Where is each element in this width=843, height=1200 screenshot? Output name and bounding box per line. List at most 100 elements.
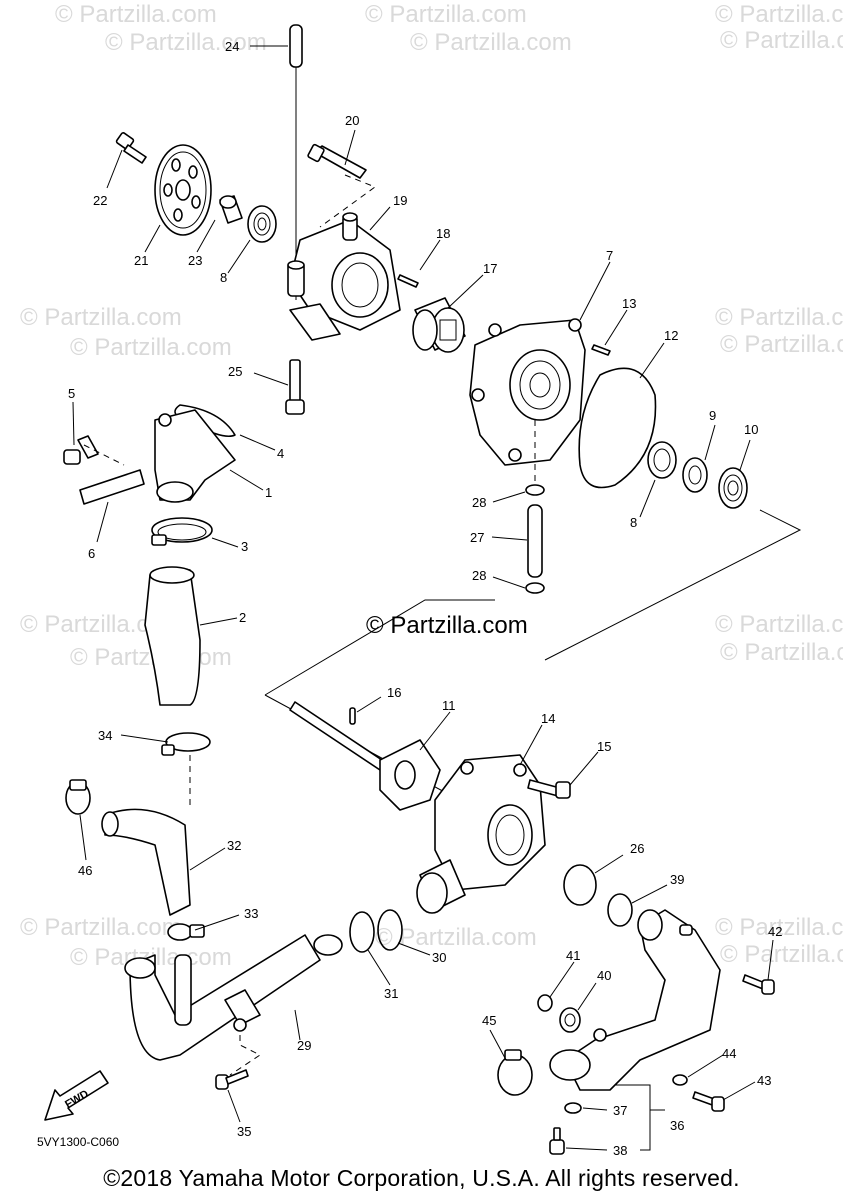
copyright-notice: ©2018 Yamaha Motor Corporation, U.S.A. A… xyxy=(103,1165,740,1191)
part-pump-housing-19 xyxy=(287,212,401,341)
callout-label: 15 xyxy=(597,739,611,754)
callout-label: 11 xyxy=(442,698,456,713)
part-washer-37 xyxy=(564,1102,582,1114)
watermark: © Partzilla.com xyxy=(20,914,182,941)
watermark: © Partzilla.com xyxy=(365,1,527,28)
callout-label: 18 xyxy=(436,226,450,241)
watermark: © Partzilla.com xyxy=(55,1,217,28)
part-bearing-8-lower xyxy=(647,441,677,479)
callout-label: 10 xyxy=(744,422,758,437)
part-gasket-12 xyxy=(578,367,657,489)
watermark: © Partzilla.com xyxy=(720,331,843,358)
part-clamp-46 xyxy=(65,779,91,815)
callout-label: 16 xyxy=(387,685,401,700)
part-orings-26-39 xyxy=(563,864,633,927)
watermark: © Partzilla.com xyxy=(20,304,182,331)
callout-labels: 24 20 22 19 18 17 7 13 12 21 23 8 25 5 4… xyxy=(68,39,782,1158)
part-clamp-33 xyxy=(167,923,205,941)
diagram-code: 5VY1300-C060 xyxy=(37,1135,120,1149)
callout-label: 38 xyxy=(613,1143,627,1158)
callout-label: 28 xyxy=(472,495,486,510)
part-shaft-11 xyxy=(289,701,441,811)
callout-label: 36 xyxy=(670,1118,684,1133)
callout-label: 45 xyxy=(482,1013,496,1028)
watermark: © Partzilla.com xyxy=(720,639,843,666)
part-seal-10 xyxy=(718,467,748,509)
part-pin-24 xyxy=(289,24,303,300)
callout-label: 19 xyxy=(393,193,407,208)
callout-label: 7 xyxy=(606,248,613,263)
callout-label: 21 xyxy=(134,253,148,268)
callout-label: 12 xyxy=(664,328,678,343)
callout-label: 20 xyxy=(345,113,359,128)
watermark: © Partzilla.com xyxy=(715,611,843,638)
watermark: © Partzilla.com xyxy=(715,1,843,28)
callout-label: 34 xyxy=(98,728,112,743)
part-hose-32 xyxy=(101,808,191,916)
callout-label: 44 xyxy=(722,1046,736,1061)
callout-label: 35 xyxy=(237,1124,251,1139)
part-drain-bolt-38 xyxy=(549,1127,565,1155)
leader-lines xyxy=(72,45,774,1151)
part-collar-23 xyxy=(219,195,243,224)
callout-label: 32 xyxy=(227,838,241,853)
part-orings-30-31 xyxy=(349,909,403,953)
callout-label: 41 xyxy=(566,948,580,963)
part-outlet-pipe-36 xyxy=(549,909,721,1091)
callout-label: 46 xyxy=(78,863,92,878)
part-pin-18 xyxy=(397,274,419,288)
part-elbow-1 xyxy=(154,409,236,503)
callout-label: 43 xyxy=(757,1073,771,1088)
part-bolt-43 xyxy=(692,1091,725,1112)
callout-label: 37 xyxy=(613,1103,627,1118)
callout-label: 1 xyxy=(265,485,272,500)
callout-label: 33 xyxy=(244,906,258,921)
part-bracket-6 xyxy=(79,444,145,505)
callout-label: 6 xyxy=(88,546,95,561)
part-clamp-45 xyxy=(497,1049,533,1096)
callout-label: 40 xyxy=(597,968,611,983)
center-watermark: © Partzilla.com xyxy=(366,612,528,639)
part-grommet-40 xyxy=(559,1007,581,1033)
callout-label: 2 xyxy=(239,610,246,625)
part-sprocket-21 xyxy=(154,144,212,236)
callout-label: 29 xyxy=(297,1038,311,1053)
callout-label: 39 xyxy=(670,872,684,887)
callout-label: 3 xyxy=(241,539,248,554)
callout-label: 4 xyxy=(277,446,284,461)
watermark: © Partzilla.com xyxy=(70,334,232,361)
part-bolt-35 xyxy=(215,1035,261,1090)
callout-label: 13 xyxy=(622,296,636,311)
watermark: © Partzilla.com xyxy=(720,941,843,968)
callout-label: 14 xyxy=(541,711,555,726)
watermark: © Partzilla.com xyxy=(720,27,843,54)
part-seal-9 xyxy=(682,457,708,493)
watermark: © Partzilla.com xyxy=(410,29,572,56)
callout-label: 30 xyxy=(432,950,446,965)
part-clamp-3 xyxy=(151,517,213,546)
part-clamp-34 xyxy=(161,732,211,810)
callout-label: 8 xyxy=(630,515,637,530)
part-pin-13 xyxy=(591,344,611,356)
watermark: © Partzilla.com xyxy=(375,924,537,951)
part-bolt-5 xyxy=(63,435,99,465)
watermark: © Partzilla.com xyxy=(715,304,843,331)
callout-label: 5 xyxy=(68,386,75,401)
part-washer-44 xyxy=(672,1074,688,1086)
callout-label: 28 xyxy=(472,568,486,583)
callout-label: 26 xyxy=(630,841,644,856)
part-clip-41 xyxy=(537,994,553,1012)
callout-label: 9 xyxy=(709,408,716,423)
callout-label: 27 xyxy=(470,530,484,545)
part-pipe-27 xyxy=(525,420,545,594)
part-bolt-25 xyxy=(285,359,305,415)
part-bolt-22 xyxy=(115,132,147,164)
part-bearing-8-upper xyxy=(247,205,277,243)
callout-label: 23 xyxy=(188,253,202,268)
part-pipe-29 xyxy=(124,934,343,1061)
watermark: © Partzilla.com xyxy=(715,914,843,941)
callout-label: 31 xyxy=(384,986,398,1001)
part-hose-2 xyxy=(144,566,201,706)
part-pump-body-14 xyxy=(416,754,546,914)
